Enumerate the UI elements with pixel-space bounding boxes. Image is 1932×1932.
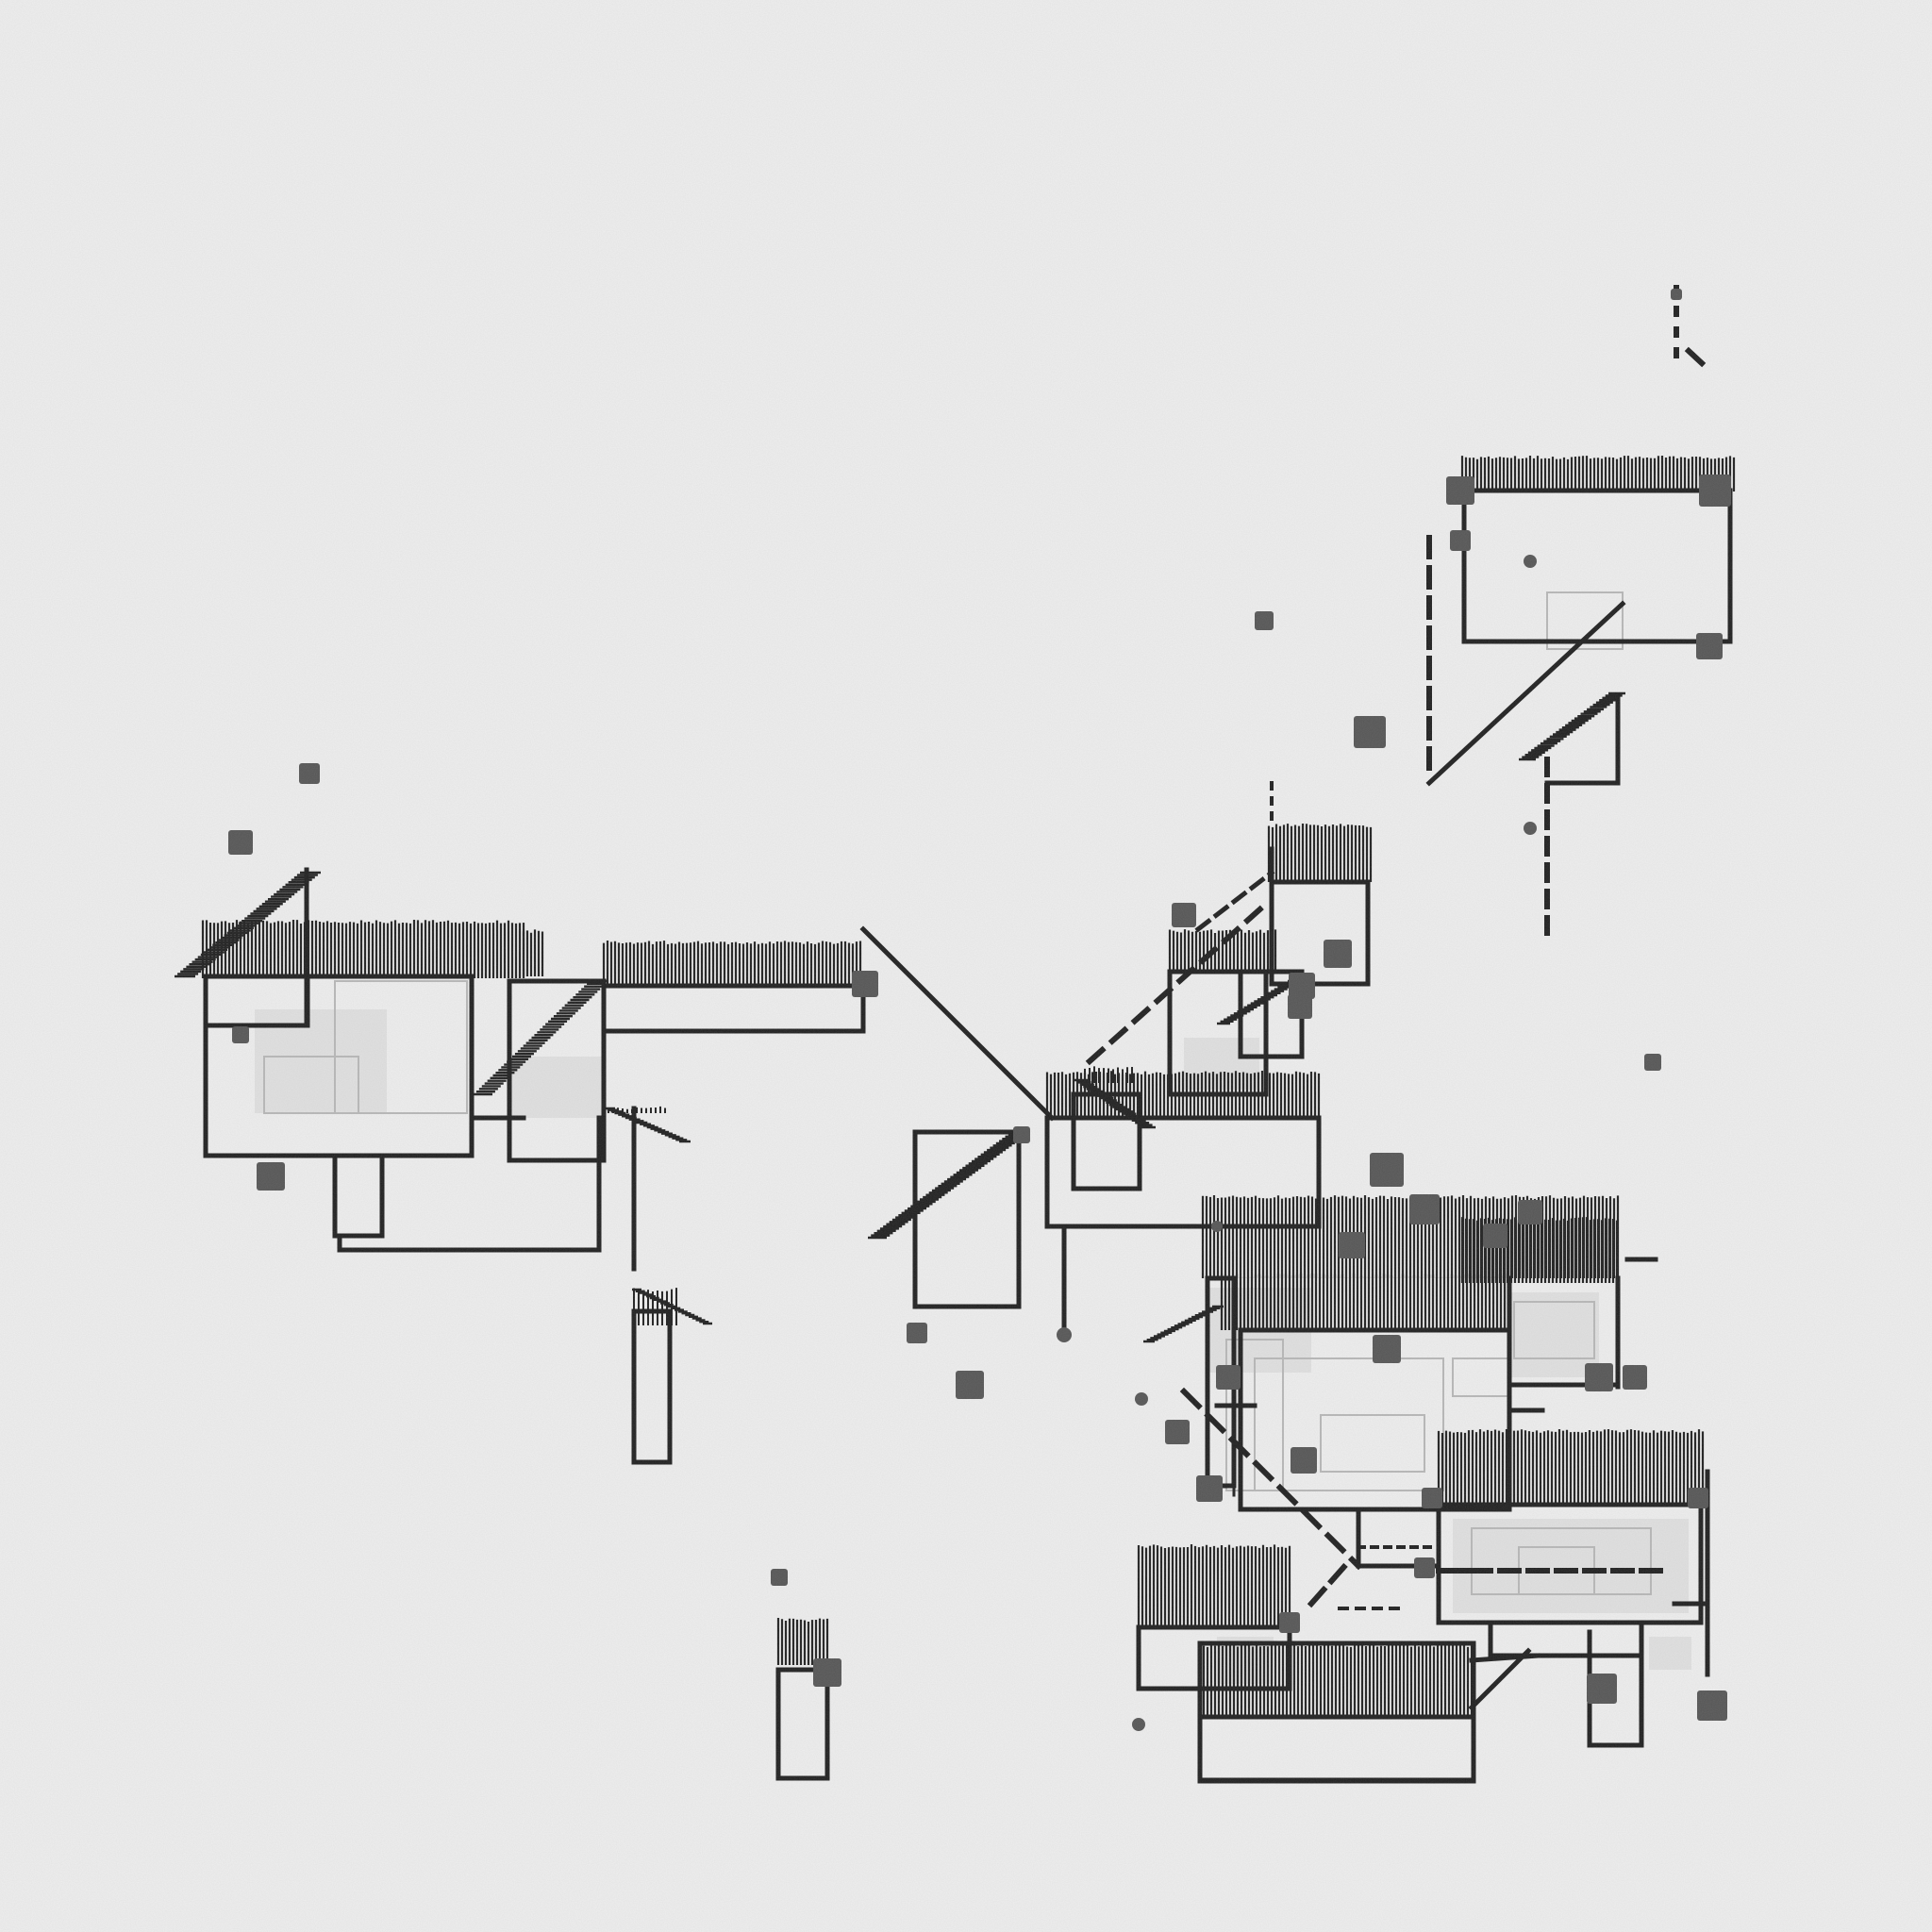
artwork-canvas (0, 0, 1932, 1932)
paper-grain (0, 0, 1932, 1932)
generative-architecture-drawing (0, 0, 1932, 1932)
